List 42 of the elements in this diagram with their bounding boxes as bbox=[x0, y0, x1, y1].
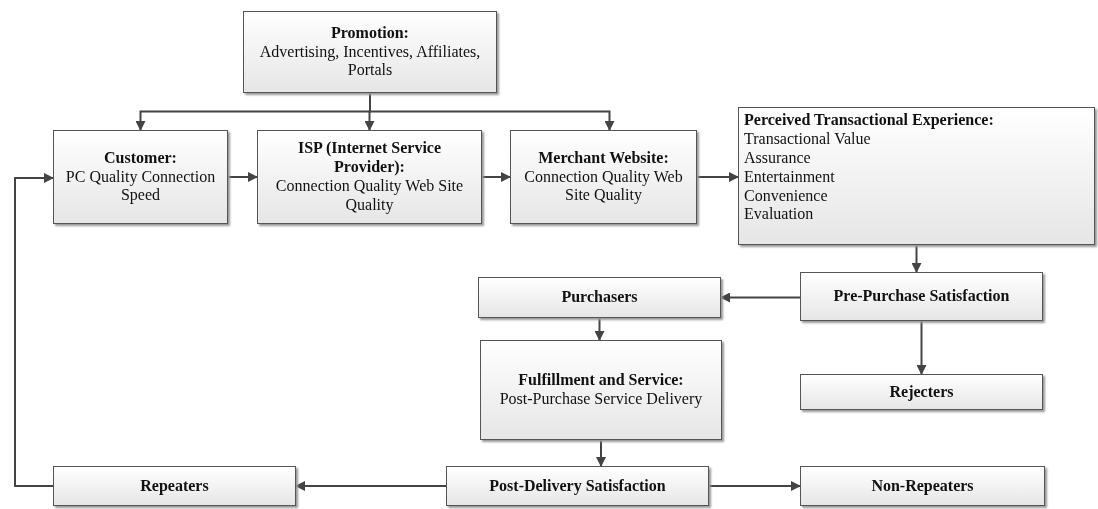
box-text: Post-Purchase Service Delivery bbox=[499, 390, 703, 409]
process-box bbox=[800, 466, 1045, 506]
arrow bbox=[481, 172, 511, 182]
box-heading: Perceived Transactional Experience: bbox=[744, 111, 994, 130]
arrow bbox=[295, 481, 447, 491]
box-heading: Rejecters bbox=[889, 382, 954, 402]
arrow bbox=[369, 92, 615, 131]
arrow bbox=[596, 439, 606, 467]
process-box bbox=[480, 340, 722, 440]
box-heading: ISP (Internet Service Provider): bbox=[296, 139, 443, 177]
arrow bbox=[696, 172, 739, 182]
box-heading: Purchasers bbox=[561, 288, 638, 307]
process-box bbox=[243, 11, 497, 93]
box-heading: Post-Delivery Satisfaction bbox=[489, 476, 666, 496]
box-text: Transactional Value Assurance Entertainment Convenience Evaluation bbox=[744, 129, 872, 225]
box-heading: Repeaters bbox=[140, 476, 209, 496]
box-text: Connection Quality Web Site Quality bbox=[274, 177, 465, 215]
box-heading: Promotion: bbox=[331, 23, 409, 43]
box-heading: Customer: bbox=[104, 148, 177, 168]
arrow bbox=[911, 244, 922, 273]
process-box bbox=[478, 277, 721, 318]
arrow bbox=[14, 173, 54, 487]
box-heading: Pre-Purchase Satisfaction bbox=[833, 287, 1010, 306]
arrow bbox=[916, 320, 927, 375]
process-box bbox=[510, 130, 697, 224]
process-box bbox=[53, 130, 228, 224]
process-box bbox=[800, 374, 1043, 410]
process-box bbox=[53, 466, 296, 506]
box-heading: Merchant Website: bbox=[538, 148, 669, 168]
box-text: PC Quality Connection Speed bbox=[64, 167, 217, 206]
arrow bbox=[708, 481, 801, 491]
process-box bbox=[446, 466, 709, 506]
box-heading: Fulfillment and Service: bbox=[518, 371, 684, 390]
process-box bbox=[738, 107, 1095, 245]
arrow bbox=[227, 172, 258, 182]
box-heading: Non-Repeaters bbox=[871, 476, 974, 496]
process-box bbox=[800, 272, 1043, 321]
arrow bbox=[594, 317, 605, 341]
box-text: Advertising, Incentives, Affiliates, Portals bbox=[258, 42, 482, 81]
arrow bbox=[720, 292, 801, 303]
process-box bbox=[257, 130, 482, 224]
box-text: Connection Quality Web Site Quality bbox=[523, 167, 684, 206]
